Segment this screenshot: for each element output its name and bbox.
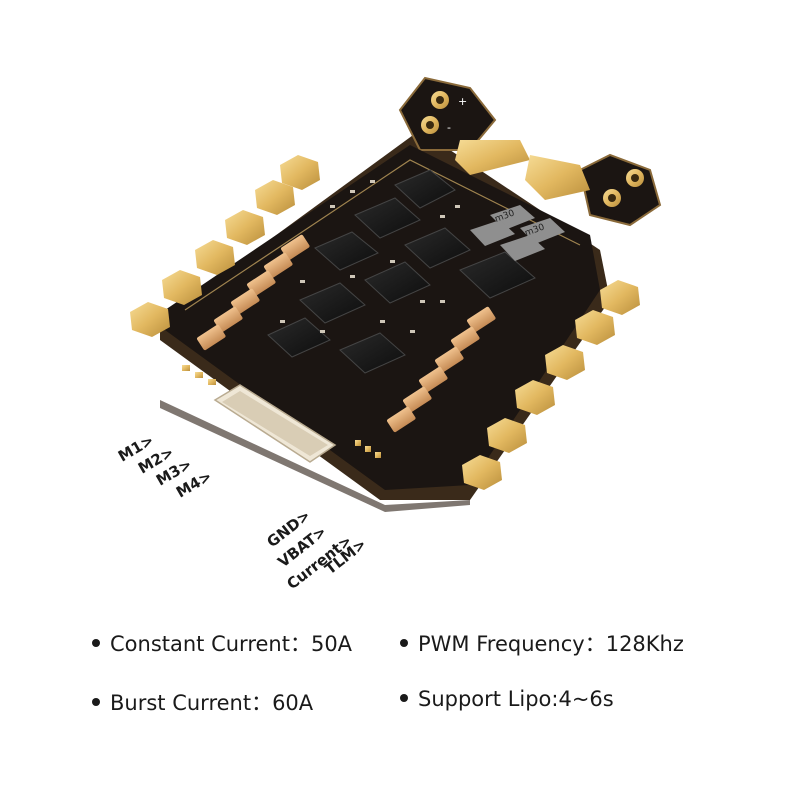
- right-solder-pads: [462, 280, 640, 490]
- bullet-icon: [400, 694, 408, 702]
- pad-minus-label: -: [447, 121, 451, 134]
- motor-solder-pads: [130, 155, 320, 337]
- spec-pwm-frequency: PWM Frequency：128Khz: [400, 628, 684, 658]
- capacitors-right: [387, 306, 496, 433]
- pad-plus-label: +: [458, 95, 467, 108]
- jst-connector: [213, 384, 337, 463]
- ic-chips: [267, 169, 536, 374]
- bullet-icon: [92, 639, 100, 647]
- test-pads: [182, 365, 381, 458]
- spec-pwm-frequency-text: PWM Frequency：128Khz: [418, 632, 684, 656]
- connector-pin-labels: GND> VBAT> Current> TLM>: [263, 506, 369, 593]
- spec-burst-current: Burst Current：60A: [92, 687, 313, 717]
- spec-support-lipo: Support Lipo:4~6s: [400, 687, 614, 711]
- motor-pin-labels: M1> M2> M3> M4>: [115, 431, 215, 502]
- smd-components: [280, 180, 460, 333]
- current-sense-chips: m30 m30: [470, 205, 565, 261]
- spec-burst-current-text: Burst Current：60A: [110, 691, 314, 715]
- spec-support-lipo-text: Support Lipo:4~6s: [418, 687, 614, 711]
- power-pad-tabs: + -: [398, 76, 662, 227]
- bullet-icon: [92, 698, 100, 706]
- bullet-icon: [400, 639, 408, 647]
- spec-constant-current: Constant Current：50A: [92, 628, 352, 658]
- capacitors-left: [197, 234, 310, 351]
- spec-constant-current-text: Constant Current：50A: [110, 632, 353, 656]
